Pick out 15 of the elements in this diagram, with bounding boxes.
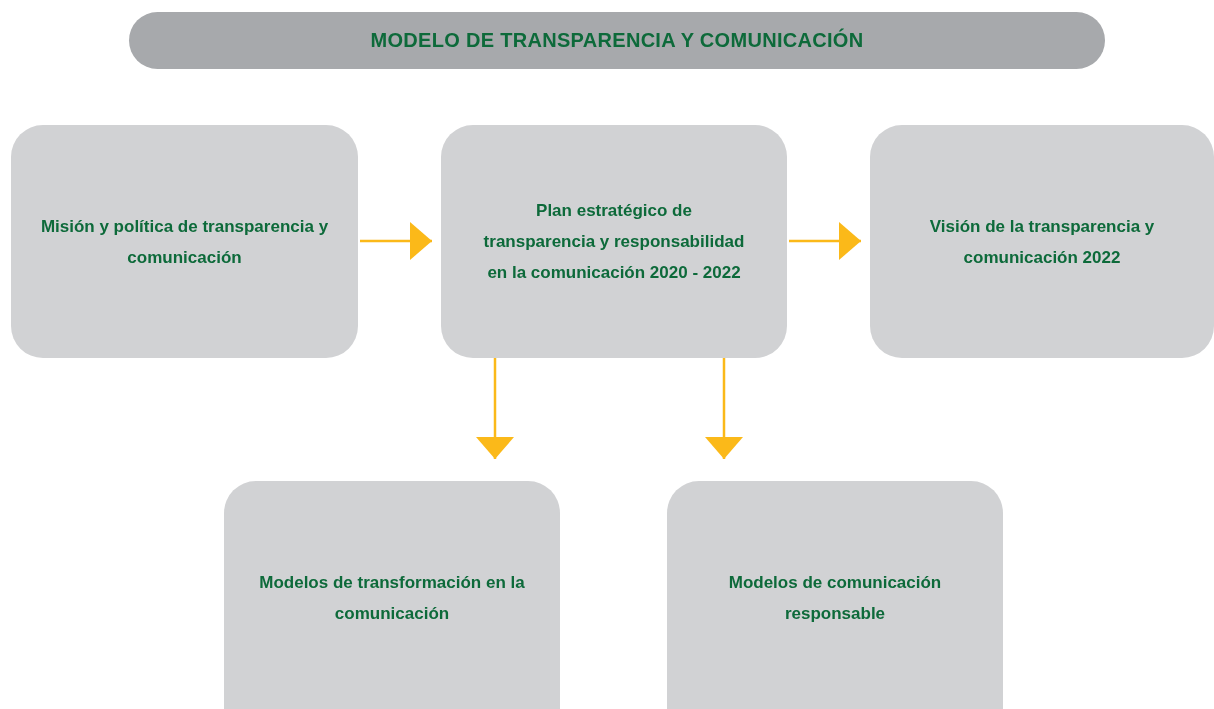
process-box: [224, 481, 560, 709]
arrow: [789, 222, 861, 260]
process-box: [441, 125, 787, 358]
arrow: [360, 222, 432, 260]
process-box: [667, 481, 1003, 709]
title-banner: MODELO DE TRANSPARENCIA Y COMUNICACIÓN: [129, 12, 1105, 69]
box-label: Modelos de comunicación responsable: [727, 572, 943, 625]
process-box: [870, 125, 1214, 358]
box-label: Misión y política de transparencia y comunicación: [39, 215, 330, 269]
box-label: Plan estratégico de transparencia y responsabilidad en la comunicación 2020 - 2022: [482, 200, 746, 284]
process-box: [11, 125, 358, 358]
arrow: [705, 358, 743, 459]
box-label: Visión de la transparencia y comunicación 2022: [928, 215, 1156, 269]
arrow: [476, 358, 514, 459]
box-label: Modelos de transformación en la comunicación: [258, 572, 526, 625]
